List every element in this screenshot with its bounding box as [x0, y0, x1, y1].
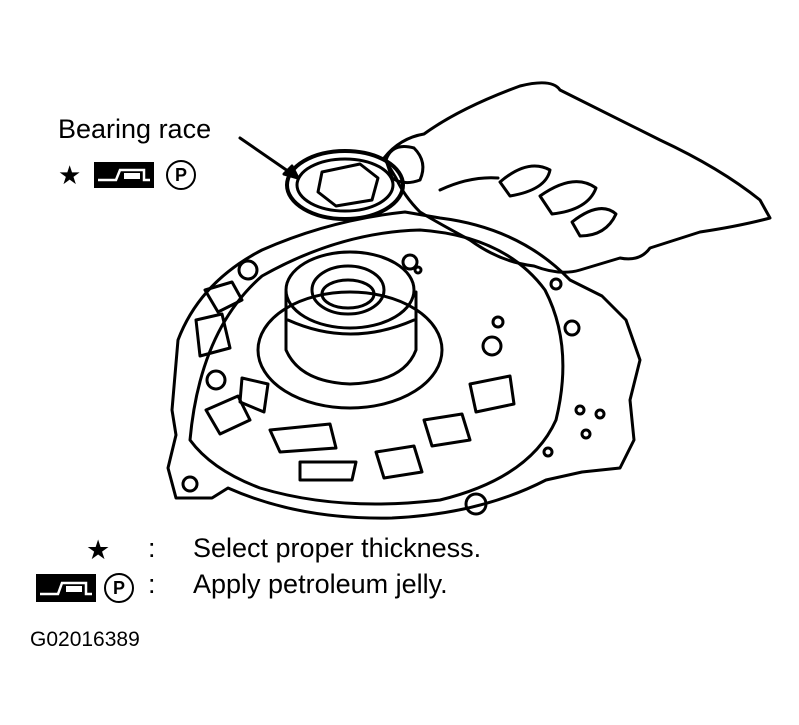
bearing-race-mid [295, 157, 395, 213]
passage-8 [422, 412, 472, 448]
passage-4 [238, 376, 270, 414]
callout-label: Bearing race [58, 114, 212, 144]
passage-2 [194, 312, 232, 358]
hand-outline [382, 81, 772, 274]
bolt-hole [549, 277, 563, 291]
figure-id: G02016389 [30, 628, 140, 651]
bearing-race-inner [316, 162, 380, 208]
star-icon: ★ [58, 160, 82, 190]
passage-1 [203, 280, 244, 314]
bolt-hole [401, 253, 419, 271]
bolt-hole [542, 446, 554, 458]
passage-6 [298, 460, 358, 482]
passage-7 [374, 444, 424, 480]
legend-text-jelly: Apply petroleum jelly. [193, 569, 448, 599]
bolt-hole [563, 319, 581, 337]
legend-text-star: Select proper thickness. [193, 533, 482, 563]
hub-bore [310, 264, 386, 316]
finger-3 [570, 207, 618, 238]
bolt-hole [237, 259, 259, 281]
legend-petroleum-jelly-icon [36, 574, 96, 602]
legend-star-icon: ★ [86, 535, 111, 565]
bolt-hole [464, 492, 488, 516]
pump-inner-rim [188, 228, 565, 506]
bolt-hole [491, 315, 505, 329]
legend-colon: : [148, 569, 156, 599]
hub-groove [286, 318, 416, 336]
bolt-hole [181, 475, 199, 493]
bolt-hole [580, 428, 592, 440]
passage-9 [468, 374, 516, 414]
p-mark-icon: P [166, 160, 196, 190]
legend-p-mark-icon: P [104, 573, 134, 603]
petroleum-jelly-icon [94, 162, 154, 188]
thumb [384, 145, 425, 185]
knuckle-line [438, 176, 500, 192]
bearing-race-outer [285, 149, 405, 221]
bolt-hole [594, 408, 606, 420]
bolt-hole [574, 404, 586, 416]
bolt-hole [481, 335, 503, 357]
finger-2 [538, 180, 598, 216]
hub-top [284, 250, 416, 330]
passage-3 [204, 394, 252, 436]
finger-1 [498, 164, 552, 198]
legend-colon: : [148, 533, 156, 563]
passage-5 [268, 422, 338, 454]
bolt-hole [413, 265, 423, 275]
bolt-hole [205, 369, 227, 391]
hub-body [284, 290, 418, 386]
hub-bore-inner [320, 278, 376, 310]
hub-base-flange [256, 290, 444, 410]
